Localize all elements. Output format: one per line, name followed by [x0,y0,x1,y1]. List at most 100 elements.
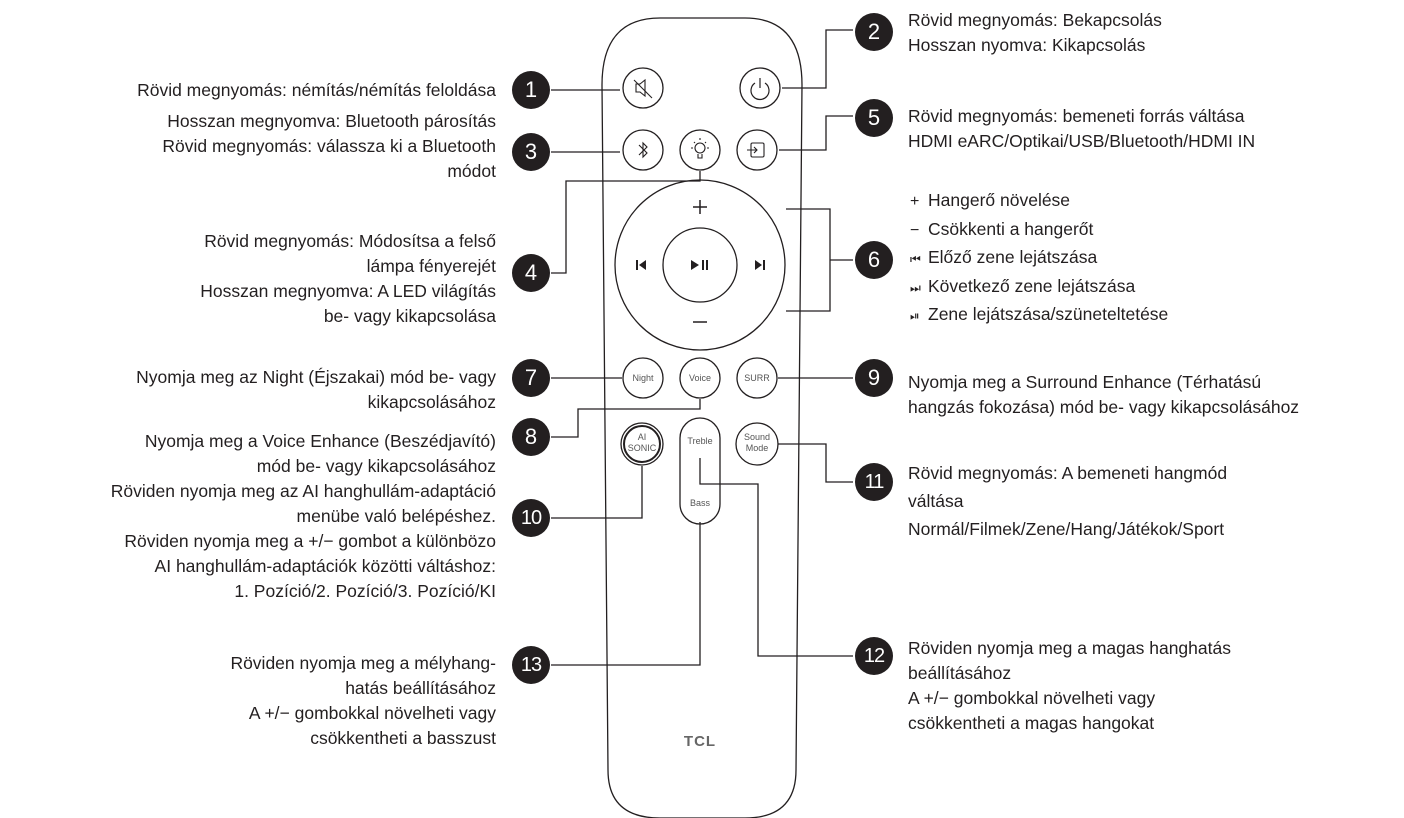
callout-3-line: Rövid megnyomás: válassza ki a Bluetooth [162,136,496,156]
mode-label: Mode [746,443,769,453]
callout-5-line: Rövid megnyomás: bemeneti forrás váltása [908,106,1245,126]
power-button[interactable] [739,67,781,109]
callout-4-line: be- vagy kikapcsolása [323,306,496,326]
callout-4-line: lámpa fényerejét [366,256,496,276]
legend-text: Zene lejátszása/szüneteltetése [928,304,1169,324]
mute-icon [633,78,653,99]
badge-7: 7 [512,359,550,397]
surr-label: SURR [744,373,770,383]
callout-4-line: Rövid megnyomás: Módosítsa a felső [204,231,496,251]
callout-1-text: Rövid megnyomás: némítás/némítás feloldá… [137,78,496,103]
legend-volume-up: + Hangerő növelése [910,187,1168,216]
ai-label: AI [638,432,647,442]
legend-text: Hangerő növelése [928,190,1071,210]
surr-button[interactable] [736,357,778,399]
legend-text: Csökkenti a hangerőt [928,218,1094,239]
callout-3-line: Hosszan megnyomva: Bluetooth párosítás [167,111,496,131]
callout-9-line: Nyomja meg a Surround Enhance (Térhatású [908,372,1262,392]
light-button[interactable] [679,129,721,171]
badge-3: 3 [512,133,550,171]
bluetooth-icon [638,141,648,159]
callout-10-line: Röviden nyomja meg a +/− gombot a különb… [124,531,496,551]
play-pause-symbol: ⏯ [910,309,920,323]
callout-11-line: Rövid megnyomás: A bemeneti hangmód [908,463,1228,483]
callout-12-line: beállításához [908,663,1012,683]
minus-symbol: − [910,221,920,239]
source-button[interactable] [736,129,778,171]
legend-volume-down: −Csökkenti a hangerőt [910,216,1168,245]
callout-7-text: Nyomja meg az Night (Éjszakai) mód be- v… [136,365,496,415]
callout-10-line: menübe való belépéshez. [296,506,496,526]
legend-next: ⏭Következő zene lejátszása [910,273,1168,302]
callout-13-line: hatás beállításához [345,678,496,698]
callout-13-line: A +/− gombokkal növelheti vagy [248,703,496,723]
callout-9-text: Nyomja meg a Surround Enhance (Térhatású… [908,370,1299,420]
badge-11: 11 [855,463,893,501]
callout-6-list: +Hangerő növelése −Csökkenti a hangerőt … [910,187,1168,330]
callout-2-line: Hosszan nyomva: Kikapcsolás [908,35,1146,55]
leader-10 [551,466,643,519]
badge-10: 10 [512,499,550,537]
source-input-icon [747,142,765,158]
night-label: Night [632,373,654,383]
callout-2-line: Rövid megnyomás: Bekapcsolás [908,10,1162,30]
callout-5-text: Rövid megnyomás: bemeneti forrás váltása… [908,104,1255,154]
callout-13-text: Röviden nyomja meg a mélyhang- hatás beá… [230,651,496,751]
callout-5-line: HDMI eARC/Optikai/USB/Bluetooth/HDMI IN [908,131,1256,151]
callout-10-line: AI hanghullám-adaptációk közötti váltásh… [154,556,496,576]
callout-12-text: Röviden nyomja meg a magas hanghatás beá… [908,636,1231,736]
callout-13-line: Röviden nyomja meg a mélyhang- [230,653,496,673]
callout-11-text: Rövid megnyomás: A bemeneti hangmód vált… [908,459,1227,543]
next-symbol: ⏭ [910,280,921,295]
callout-7-line: kikapcsolásához [367,392,496,412]
badge-2: 2 [855,13,893,51]
callout-12-line: Röviden nyomja meg a magas hanghatás [908,638,1231,658]
legend-play-pause: ⏯ Zene lejátszása/szüneteltetése [910,301,1168,330]
callout-12-line: A +/− gombokkal növelheti vagy [908,688,1156,708]
sonic-label: SONIC [628,443,657,453]
plus-symbol: + [910,193,920,210]
callout-8-line: mód be- vagy kikapcsolásához [256,456,496,476]
badge-4: 4 [512,254,550,292]
badge-8: 8 [512,418,550,456]
voice-button[interactable] [679,357,721,399]
leader-5 [779,115,853,151]
callout-11-line: váltása [908,491,964,511]
callout-12-line: csökkentheti a magas hangokat [908,713,1155,733]
badge-5: 5 [855,99,893,137]
callout-2-text: Rövid megnyomás: Bekapcsolás Hosszan nyo… [908,8,1162,58]
callout-13-line: csökkentheti a basszust [310,728,496,748]
previous-track-icon [636,260,646,270]
leader-11 [778,443,853,483]
callout-9-line: hangzás fokozása) mód be- vagy kikapcsol… [908,397,1300,417]
bass-label: Bass [690,498,711,508]
callout-10-line: 1. Pozíció/2. Pozíció/3. Pozíció/KI [234,581,496,601]
treble-label: Treble [687,436,712,446]
callout-10-text: Röviden nyomja meg az AI hanghullám-adap… [111,479,496,604]
leader-4 [551,171,701,274]
bluetooth-button[interactable] [622,129,664,171]
brand-logo: TCL [684,733,716,750]
callout-8-text: Nyomja meg a Voice Enhance (Beszédjavító… [145,429,496,479]
badge-1: 1 [512,71,550,109]
leader-13 [551,522,701,666]
callout-8-line: Nyomja meg a Voice Enhance (Beszédjavító… [144,431,496,451]
callout-10-line: Röviden nyomja meg az AI hanghullám-adap… [110,481,496,501]
play-pause-button[interactable] [662,227,738,303]
badge-6: 6 [855,241,893,279]
leader-12 [699,458,853,657]
mute-button[interactable] [622,67,664,109]
callout-4-text: Rövid megnyomás: Módosítsa a felső lámpa… [200,229,496,329]
leader-2 [782,29,853,89]
ai-sonic-button[interactable] [620,422,664,466]
badge-12: 12 [855,637,893,675]
callout-3-line: módot [447,161,496,181]
previous-symbol: ⏮ [910,252,921,266]
leader-8 [551,399,701,438]
night-button[interactable] [622,357,664,399]
power-icon [750,78,770,101]
next-track-icon [755,260,765,270]
sound-label: Sound [744,432,770,442]
play-pause-icon [691,260,708,270]
